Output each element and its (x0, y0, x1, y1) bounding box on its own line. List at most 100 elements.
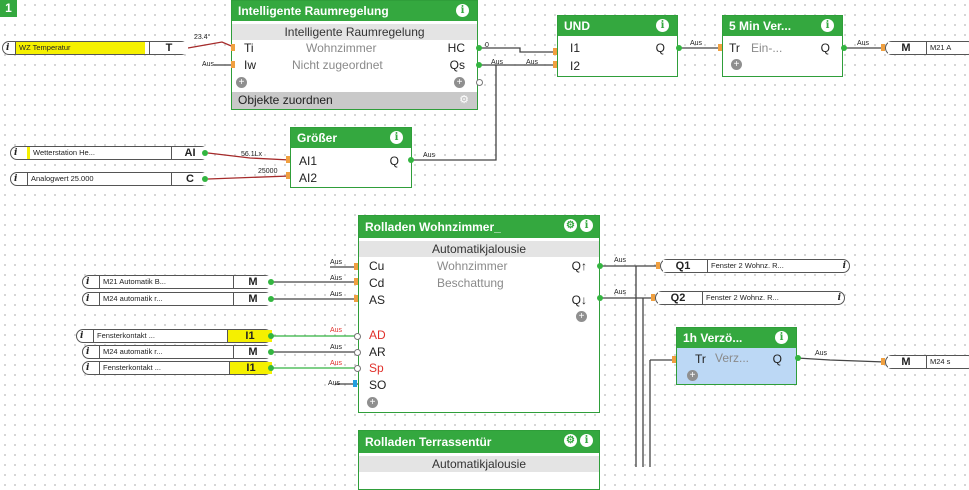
wire-value-aus: Aus (857, 40, 870, 47)
block-groesser[interactable]: Größer i AI1 AI2 Q (290, 127, 412, 188)
info-icon[interactable]: i (6, 43, 10, 53)
output-dot[interactable] (202, 176, 208, 182)
info-icon[interactable]: i (390, 131, 403, 144)
info-icon[interactable]: i (821, 19, 834, 32)
block-header[interactable]: 1h Verzö... i (677, 328, 796, 348)
pin-q-up[interactable]: Q↑ (571, 259, 587, 273)
block-header[interactable]: 5 Min Ver... i (723, 16, 842, 36)
output-dot[interactable] (202, 150, 208, 156)
block-title: Rolladen Wohnzimmer_ (365, 220, 501, 234)
block-header[interactable]: Rolladen Terrassentür ⚙ i (359, 431, 599, 453)
object-m24-automatik-1[interactable]: i M24 automatik r... M (82, 292, 272, 306)
pin-ti[interactable]: Ti (244, 41, 254, 55)
info-icon[interactable]: i (656, 19, 669, 32)
add-input-icon[interactable]: + (367, 397, 378, 408)
pin-qs[interactable]: Qs (449, 58, 465, 72)
pin-q[interactable]: Q (389, 154, 399, 168)
pin-q[interactable]: Q (655, 41, 665, 55)
block-rolladen-terrassentuer[interactable]: Rolladen Terrassentür ⚙ i Automatikjalou… (358, 430, 600, 490)
pin-as[interactable]: AS (369, 293, 386, 307)
pin-ar[interactable]: AR (369, 345, 386, 359)
output-dot[interactable] (476, 62, 482, 68)
info-icon[interactable]: i (580, 434, 593, 447)
block-1h-verzoegerung[interactable]: 1h Verzö... i Tr Verz... Q + (676, 327, 797, 385)
output-dot[interactable] (841, 45, 847, 51)
object-m24-output[interactable]: M M24 s (885, 355, 969, 369)
add-input-icon[interactable]: + (731, 59, 742, 70)
gear-icon[interactable]: ⚙ (459, 94, 469, 106)
settings-icon[interactable]: ⚙ (564, 219, 577, 232)
object-q1-output[interactable]: Q1 Fenster 2 Wohnz. R... i (660, 259, 850, 273)
info-icon[interactable]: i (80, 331, 84, 341)
output-dot[interactable] (795, 355, 801, 361)
output-dot[interactable] (597, 263, 603, 269)
object-m21-output[interactable]: M M21 A (885, 41, 969, 55)
info-icon[interactable]: i (580, 219, 593, 232)
output-dot[interactable] (476, 45, 482, 51)
block-5min-verzoegerung[interactable]: 5 Min Ver... i Tr Ein-... Q + (722, 15, 843, 77)
output-dot[interactable] (268, 365, 274, 371)
object-fensterkontakt-2[interactable]: i Fensterkontakt ... I1 (82, 361, 272, 375)
settings-icon[interactable]: ⚙ (564, 434, 577, 447)
pin-ai1[interactable]: AI1 (299, 154, 318, 168)
pin-sp[interactable]: Sp (369, 361, 384, 375)
output-dot[interactable] (476, 79, 483, 86)
pin-cu[interactable]: Cu (369, 259, 385, 273)
pin-tr[interactable]: Tr (729, 41, 740, 55)
output-dot[interactable] (268, 296, 274, 302)
pin-iw[interactable]: Iw (244, 58, 256, 72)
block-header[interactable]: Größer i (291, 128, 411, 148)
pin-tr[interactable]: Tr (695, 352, 706, 366)
object-m21-automatik[interactable]: i M21 Automatik B... M (82, 275, 272, 289)
object-m24-automatik-2[interactable]: i M24 automatik r... M (82, 345, 272, 359)
info-icon[interactable]: i (86, 363, 90, 373)
object-fensterkontakt-1[interactable]: i Fensterkontakt ... I1 (76, 329, 272, 343)
output-dot[interactable] (268, 279, 274, 285)
object-wetterstation[interactable]: i Wetterstation He... AI (10, 146, 208, 160)
block-header[interactable]: UND i (558, 16, 677, 36)
input-dot[interactable] (354, 333, 361, 340)
pin-i1[interactable]: I1 (570, 41, 581, 55)
info-icon[interactable]: i (842, 261, 846, 271)
info-icon[interactable]: i (86, 347, 90, 357)
pin-i2[interactable]: I2 (570, 59, 581, 73)
info-icon[interactable]: i (86, 294, 90, 304)
block-und[interactable]: UND i I1 I2 Q (557, 15, 678, 77)
pin-cd[interactable]: Cd (369, 276, 385, 290)
output-dot[interactable] (597, 295, 603, 301)
output-dot[interactable] (408, 157, 414, 163)
object-analogwert[interactable]: i Analogwert 25.000 C (10, 172, 208, 186)
pin-ad[interactable]: AD (369, 328, 386, 342)
object-wz-temperatur[interactable]: i WZ Temperatur T (2, 41, 188, 55)
block-intelligente-raumregelung[interactable]: Intelligente Raumregelung i Intelligente… (231, 0, 478, 110)
output-dot[interactable] (676, 45, 682, 51)
input-dot[interactable] (354, 349, 361, 356)
add-input-icon[interactable]: + (687, 370, 698, 381)
output-dot[interactable] (268, 333, 274, 339)
add-output-icon[interactable]: + (576, 311, 587, 322)
pin-so[interactable]: SO (369, 378, 387, 392)
assign-objects-footer[interactable]: Objekte zuordnen ⚙ (232, 92, 477, 109)
info-icon[interactable]: i (14, 174, 18, 184)
pin-hc[interactable]: HC (447, 41, 465, 55)
pin-q-down[interactable]: Q↓ (571, 293, 587, 307)
input-dot[interactable] (354, 365, 361, 372)
block-header[interactable]: Rolladen Wohnzimmer_ ⚙ i (359, 216, 599, 238)
add-input-icon[interactable]: + (236, 77, 247, 88)
info-icon[interactable]: i (837, 293, 841, 303)
info-icon[interactable]: i (456, 4, 469, 17)
output-dot[interactable] (268, 349, 274, 355)
info-icon[interactable]: i (775, 331, 788, 344)
input-marker (881, 358, 885, 365)
pin-q[interactable]: Q (772, 352, 782, 366)
pin-q[interactable]: Q (820, 41, 830, 55)
info-icon[interactable]: i (14, 148, 18, 158)
block-title: UND (564, 19, 590, 33)
wire-value-aus: Aus (614, 257, 627, 264)
add-output-icon[interactable]: + (454, 77, 465, 88)
block-header[interactable]: Intelligente Raumregelung i (232, 1, 477, 21)
object-q2-output[interactable]: Q2 Fenster 2 Wohnz. R... i (655, 291, 845, 305)
pin-ai2[interactable]: AI2 (299, 171, 318, 185)
info-icon[interactable]: i (86, 277, 90, 287)
block-rolladen-wohnzimmer[interactable]: Rolladen Wohnzimmer_ ⚙ i Automatikjalous… (358, 215, 600, 413)
